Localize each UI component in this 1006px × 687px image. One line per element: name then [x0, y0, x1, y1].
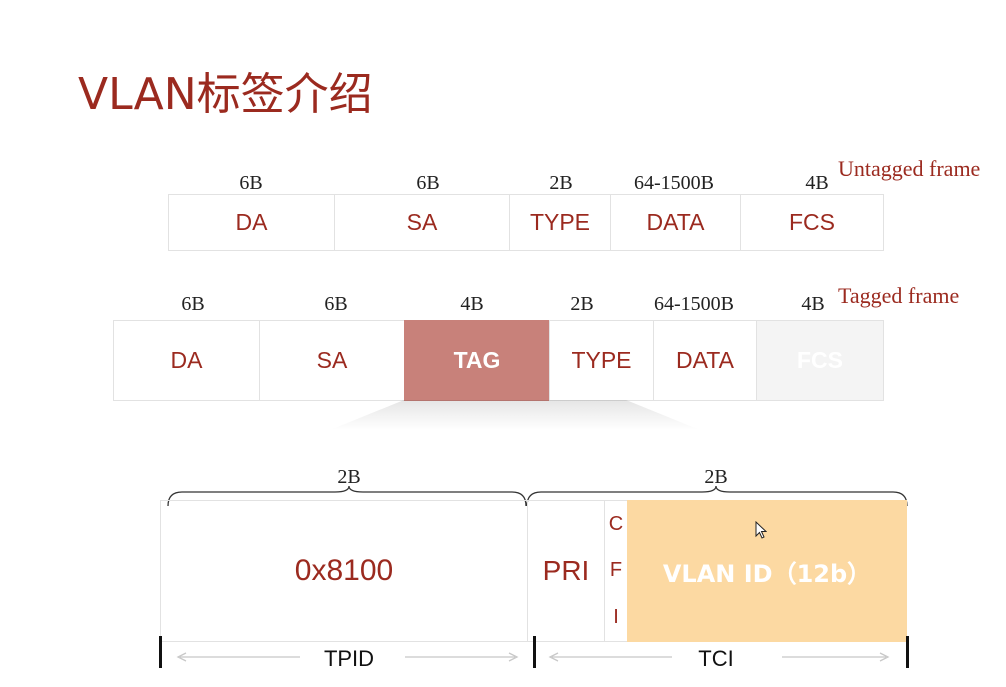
- untagged-field-da: DA: [168, 194, 335, 251]
- untagged-frame: DA SA TYPE DATA FCS: [168, 194, 884, 251]
- untagged-field-sa: SA: [334, 194, 510, 251]
- tci-brace: [526, 485, 908, 507]
- tagged-field-data: DATA: [653, 320, 757, 401]
- untagged-frame-label: Untagged frame: [838, 156, 981, 181]
- untagged-size-da: 6B: [239, 172, 263, 194]
- untagged-field-type: TYPE: [509, 194, 611, 251]
- tagged-frame-label: Tagged frame: [838, 283, 960, 308]
- cfi-field: C F I: [604, 500, 628, 642]
- tpid-field: 0x8100: [160, 500, 528, 642]
- tagged-field-type: TYPE: [549, 320, 654, 401]
- tagged-size-da: 6B: [181, 293, 205, 315]
- page-title: VLAN标签介绍: [78, 69, 373, 120]
- cfi-letter-f: F: [609, 559, 623, 582]
- cfi-letter-i: I: [613, 606, 619, 629]
- tagged-field-fcs: FCS: [756, 320, 884, 401]
- tagged-size-fcs: 4B: [801, 293, 825, 315]
- tagged-size-type: 2B: [570, 293, 594, 315]
- tagged-size-sa: 6B: [324, 293, 348, 315]
- tagged-size-data: 64-1500B: [654, 293, 734, 315]
- tagged-field-sa: SA: [259, 320, 405, 401]
- tpid-label: TPID: [323, 646, 375, 671]
- vlan-id-field: VLAN ID（12b）: [627, 500, 907, 642]
- cfi-letter-c: C: [608, 512, 624, 535]
- untagged-size-type: 2B: [549, 172, 573, 194]
- tagged-field-da: DA: [113, 320, 260, 401]
- tpid-brace: [167, 485, 527, 507]
- tci-right-tick: [906, 636, 909, 668]
- tci-size: 2B: [704, 466, 728, 488]
- tagged-size-tag: 4B: [460, 293, 484, 315]
- pri-field: PRI: [527, 500, 605, 642]
- untagged-size-data: 64-1500B: [634, 172, 714, 194]
- tpid-tci-divider-tick: [533, 636, 536, 668]
- untagged-field-fcs: FCS: [740, 194, 884, 251]
- tpid-left-tick: [159, 636, 162, 668]
- tagged-field-tag: TAG: [404, 320, 550, 401]
- tpid-size: 2B: [337, 466, 361, 488]
- tci-label: TCI: [698, 646, 734, 671]
- untagged-field-data: DATA: [610, 194, 741, 251]
- untagged-size-fcs: 4B: [805, 172, 829, 194]
- mouse-cursor-icon: [755, 521, 767, 539]
- tagged-frame: DA SA TAG TYPE DATA FCS: [113, 320, 884, 401]
- untagged-size-sa: 6B: [416, 172, 440, 194]
